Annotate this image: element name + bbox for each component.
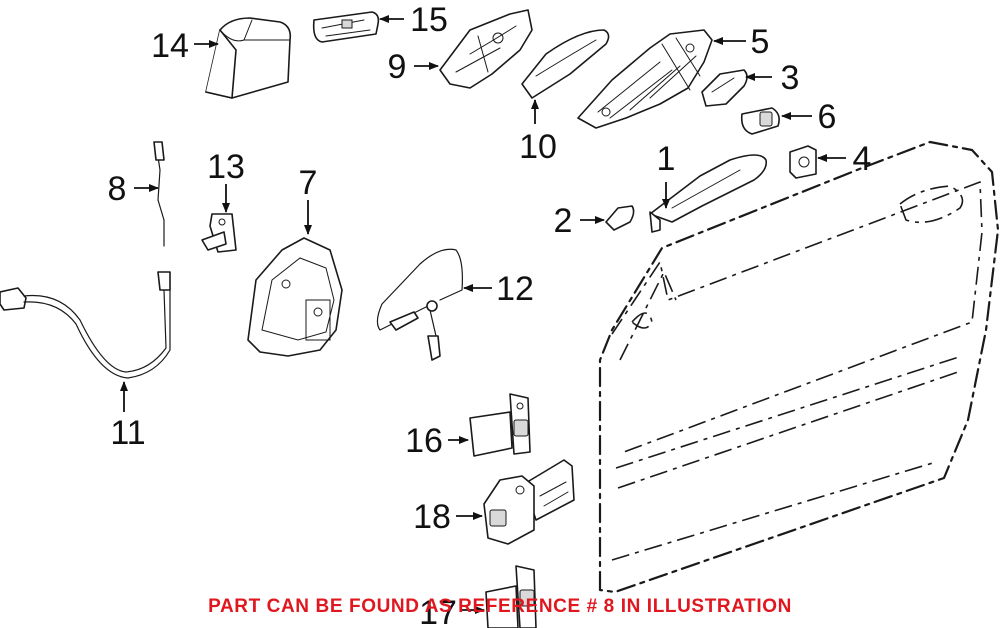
callout-7: 7 [299, 164, 318, 202]
part-13-striker [201, 213, 237, 253]
callout-10: 10 [519, 128, 557, 166]
callout-6: 6 [818, 98, 837, 136]
part-7-lock-actuator [247, 237, 343, 357]
callout-13: 13 [207, 148, 245, 186]
door-shell [598, 140, 1000, 594]
callout-3: 3 [781, 59, 800, 97]
callout-11: 11 [110, 414, 145, 452]
leader-lines [120, 15, 846, 614]
part-5-handle-frame [577, 29, 713, 129]
callout-17: 17 [419, 594, 457, 628]
part-15-bracket [312, 11, 380, 43]
part-18-door-check [483, 459, 575, 545]
part-2-cap [605, 205, 635, 231]
callout-18: 18 [413, 498, 451, 536]
part-3-cylinder-cap [701, 69, 748, 107]
part-10-handle-trim [521, 29, 610, 99]
part-12-loop-cable [376, 248, 463, 361]
callout-16: 16 [405, 422, 443, 460]
callout-labels: 1 2 3 4 5 6 7 8 9 10 11 12 13 14 15 16 1… [108, 1, 872, 628]
part-1-outer-handle [649, 154, 768, 233]
callout-8: 8 [108, 170, 127, 208]
part-14-latch-cover [205, 17, 292, 99]
callout-4: 4 [853, 140, 872, 178]
callout-14: 14 [151, 27, 189, 65]
reference-notice: PART CAN BE FOUND AS REFERENCE # 8 IN IL… [208, 596, 792, 617]
callout-15: 15 [410, 1, 448, 39]
part-16-upper-hinge [469, 393, 531, 457]
part-9-handle-carrier [439, 9, 533, 89]
part-11-cable [0, 271, 171, 379]
callout-12: 12 [496, 270, 534, 308]
callout-9: 9 [388, 48, 407, 86]
part-4-clip [789, 145, 817, 179]
part-8-rod [153, 141, 165, 247]
callout-2: 2 [554, 202, 573, 240]
callout-1: 1 [657, 140, 676, 178]
part-17-lower-hinge [485, 565, 537, 628]
callout-5: 5 [751, 23, 770, 61]
part-6-lock-cylinder [740, 107, 780, 135]
